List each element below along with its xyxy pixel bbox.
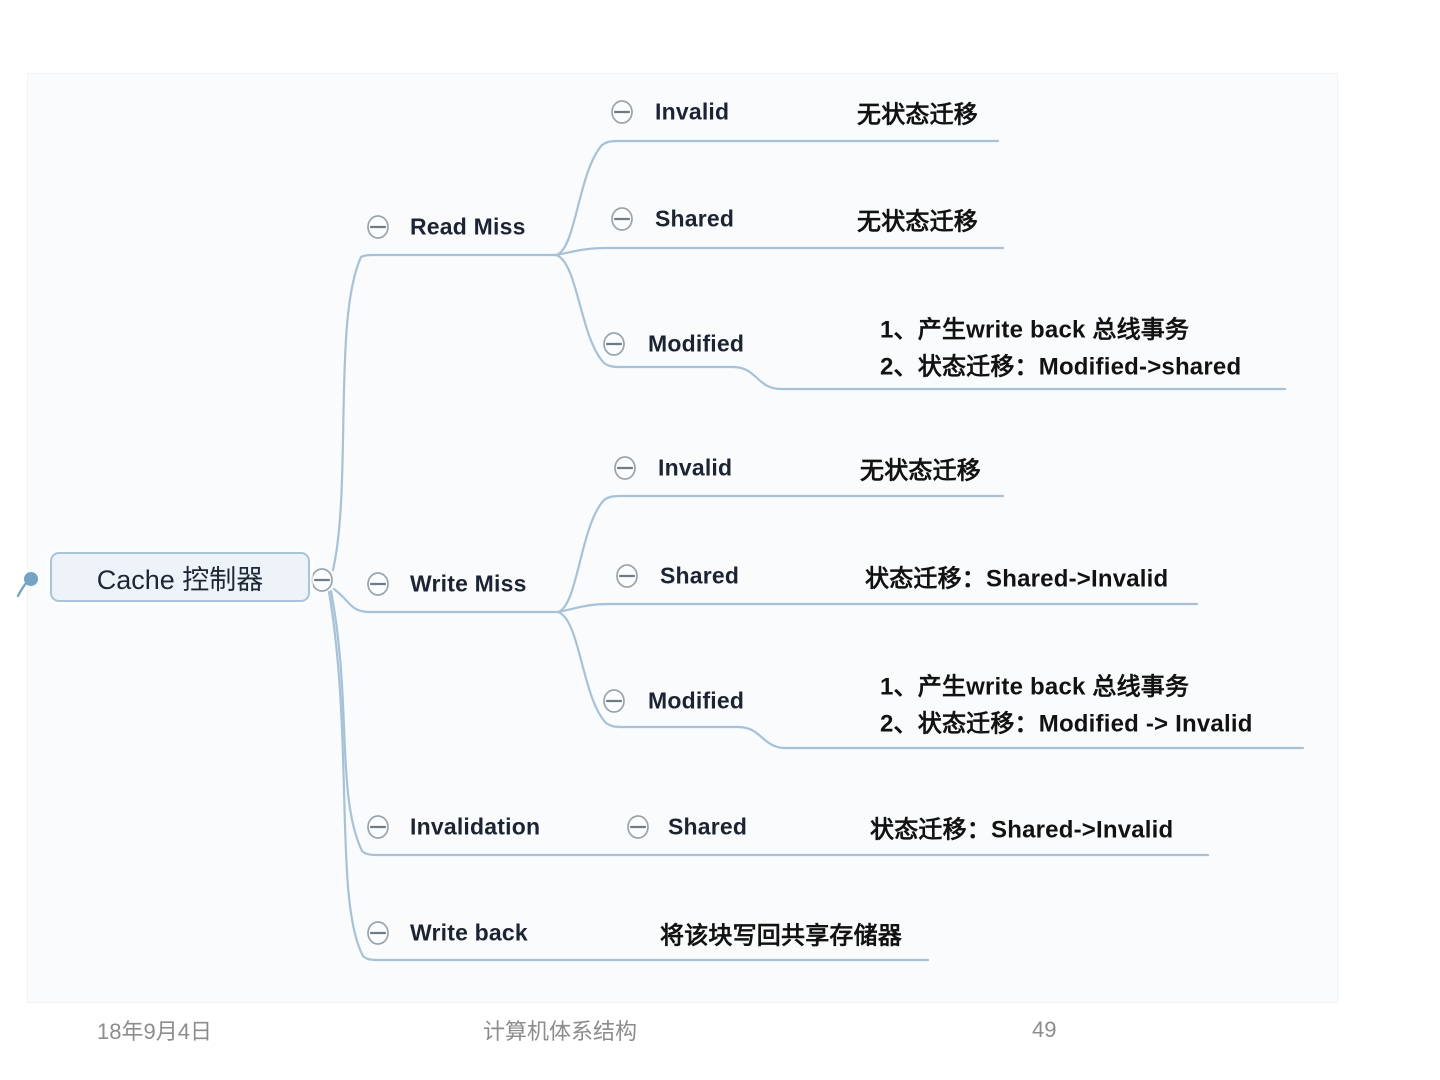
collapse-icon-inv-shared[interactable] [627, 815, 649, 839]
parent-link-dot [24, 572, 38, 586]
collapse-icon-read-miss[interactable] [367, 215, 389, 239]
parent-link-tail [16, 580, 29, 598]
note-inv-shared[interactable]: 状态迁移：Shared->Invalid [870, 816, 1174, 844]
node-rm-shared[interactable]: Shared [655, 205, 735, 232]
branch-line-rm-invalid [554, 139, 1000, 257]
branch-line-invalidation [329, 589, 1210, 857]
node-read-miss[interactable]: Read Miss [410, 213, 526, 240]
note-wm-invalid[interactable]: 无状态迁移 [860, 457, 981, 485]
footer-date: 18年9月4日 [97, 1019, 212, 1044]
footer-course-title: 计算机体系结构 [483, 1019, 638, 1044]
note-rm-modified-line1[interactable]: 1、产生write back 总线事务 [880, 316, 1190, 344]
node-rm-invalid[interactable]: Invalid [655, 98, 730, 125]
node-wm-modified[interactable]: Modified [648, 687, 745, 714]
collapse-icon-wm-shared[interactable] [616, 564, 638, 588]
collapse-icon-rm-modified[interactable] [603, 332, 625, 356]
node-invalidation[interactable]: Invalidation [410, 813, 541, 840]
collapse-icon-invalidation[interactable] [367, 815, 389, 839]
branch-line-write-miss [332, 587, 560, 614]
note-rm-invalid[interactable]: 无状态迁移 [857, 101, 978, 129]
collapse-icon-write-miss[interactable] [367, 572, 389, 596]
branch-line-write-back [327, 590, 930, 962]
branch-line-rm-shared [554, 246, 1005, 257]
collapse-icon-rm-shared[interactable] [611, 207, 633, 231]
note-wm-modified-line2[interactable]: 2、状态迁移：Modified -> Invalid [880, 710, 1253, 738]
collapse-icon-root[interactable] [311, 568, 333, 592]
note-rm-modified-line2[interactable]: 2、状态迁移：Modified->shared [880, 353, 1242, 381]
note-rm-shared[interactable]: 无状态迁移 [857, 208, 978, 236]
note-write-back[interactable]: 将该块写回共享存储器 [660, 922, 902, 950]
collapse-icon-rm-invalid[interactable] [611, 100, 633, 124]
node-rm-modified[interactable]: Modified [648, 330, 745, 357]
note-wm-shared[interactable]: 状态迁移：Shared->Invalid [865, 565, 1169, 593]
mindmap-panel [27, 73, 1338, 1003]
branch-line-wm-invalid [556, 494, 1005, 614]
branch-line-wm-modified [556, 610, 1305, 750]
branch-line-rm-modified [554, 253, 1287, 391]
node-write-back[interactable]: Write back [410, 919, 528, 946]
footer-page-number: 49 [1032, 1017, 1057, 1042]
node-wm-invalid[interactable]: Invalid [658, 454, 733, 481]
branch-line-read-miss [331, 253, 558, 572]
collapse-icon-write-back[interactable] [367, 921, 389, 945]
root-node-cache-controller[interactable]: Cache 控制器 [50, 552, 310, 602]
node-write-miss[interactable]: Write Miss [410, 570, 527, 597]
branch-line-wm-shared [556, 602, 1199, 614]
collapse-icon-wm-invalid[interactable] [614, 456, 636, 480]
note-wm-modified-line1[interactable]: 1、产生write back 总线事务 [880, 673, 1190, 701]
collapse-icon-wm-modified[interactable] [603, 689, 625, 713]
node-inv-shared[interactable]: Shared [668, 813, 748, 840]
node-wm-shared[interactable]: Shared [660, 562, 740, 589]
